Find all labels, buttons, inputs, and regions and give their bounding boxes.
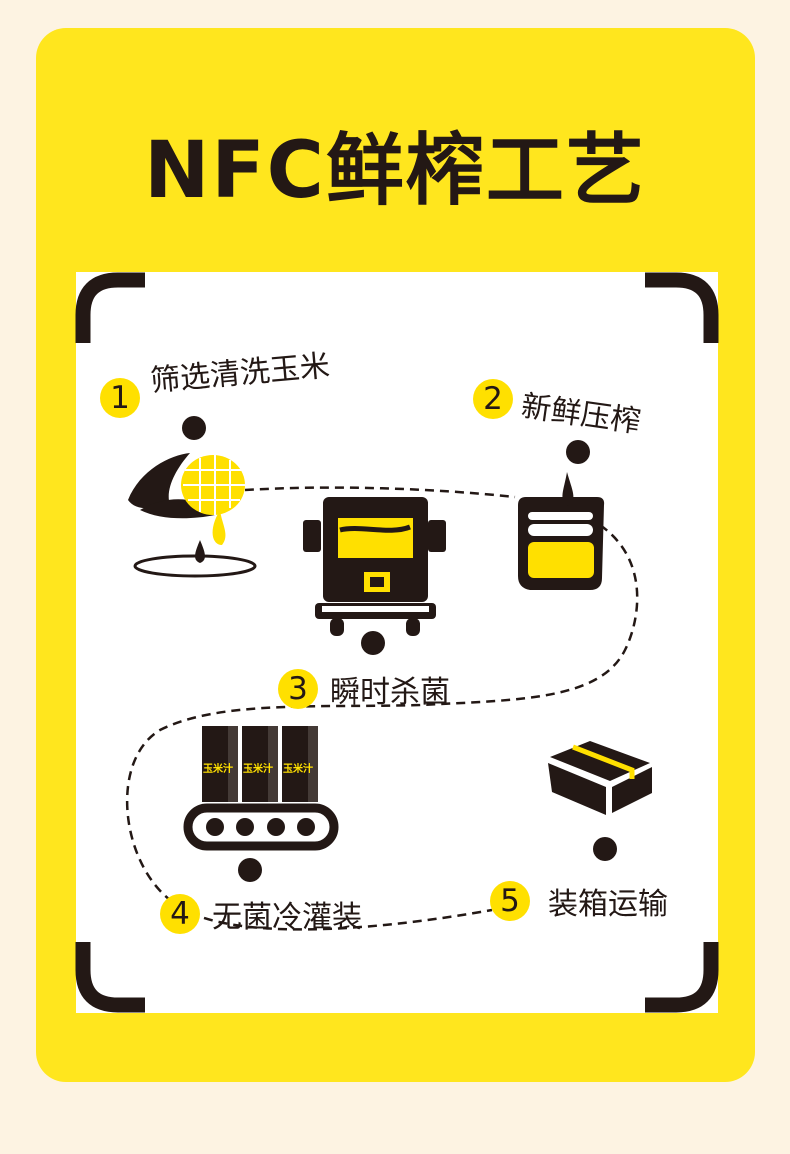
process-path [125,486,639,931]
carton-label: 玉米汁 [243,764,273,775]
step-2: 2 新鲜压榨 [473,373,645,440]
step-label: 无菌冷灌装 [212,900,362,935]
step-3: 3 瞬时杀菌 [278,667,450,711]
corn-icon [128,453,257,578]
page-title: NFC鲜榨工艺 [144,126,646,216]
step-4: 4 无菌冷灌装 [160,892,362,936]
process-panel [76,272,718,1013]
step-1: 1 筛选清洗玉米 [100,348,332,418]
step-label: 装箱运输 [548,887,668,922]
step-label: 瞬时杀菌 [330,675,450,710]
shipping-box-icon [548,741,652,815]
step-number-badge: 2 [473,379,513,419]
corner-brackets [75,272,719,1013]
step-number-badge: 3 [278,669,318,709]
step-number-badge: 5 [490,881,530,921]
juicer-icon [518,472,605,590]
step-number-badge: 4 [160,894,200,934]
conveyor-filling-icon [183,726,339,851]
step-5: 5 装箱运输 [490,879,668,923]
carton-label: 玉米汁 [283,764,313,775]
carton-label: 玉米汁 [203,764,233,775]
step-dots [182,416,617,882]
sterilizer-machine-icon [303,497,446,636]
step-number-badge: 1 [100,378,140,418]
